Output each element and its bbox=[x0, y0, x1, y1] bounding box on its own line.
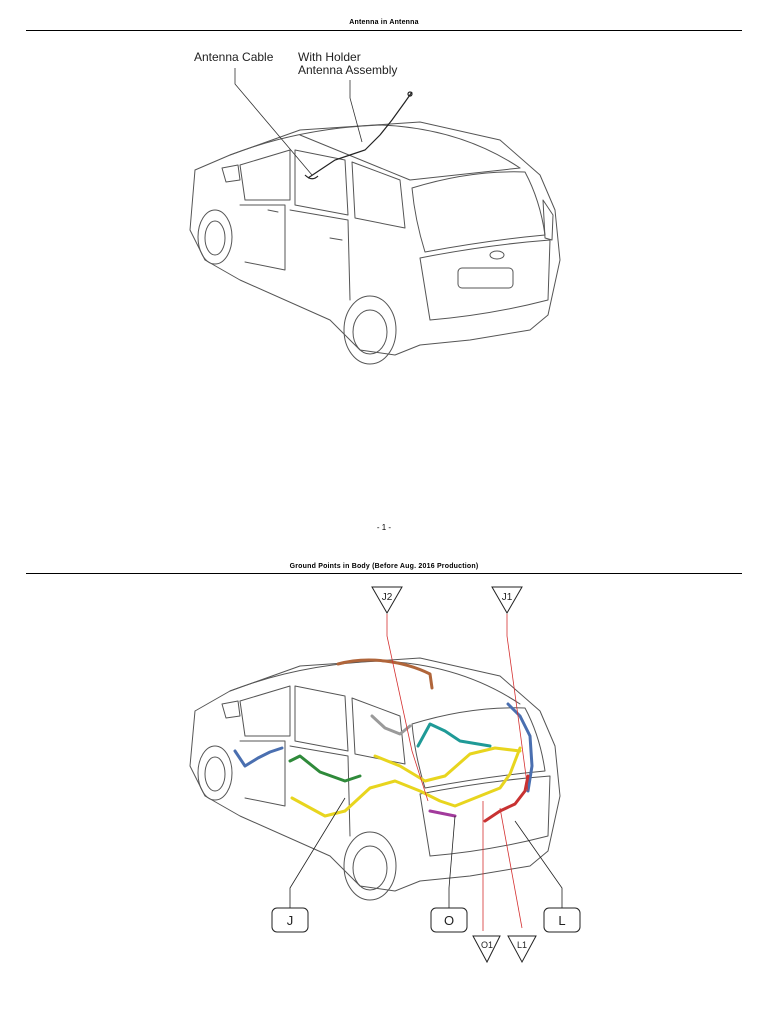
marker-j: J bbox=[271, 907, 309, 933]
harness-main-yellow bbox=[290, 746, 522, 818]
marker-j1: J1 bbox=[491, 586, 523, 615]
marker-j-label: J bbox=[287, 913, 294, 928]
harness-teal bbox=[416, 722, 492, 748]
marker-o1-label: O1 bbox=[481, 940, 493, 950]
marker-j2-label: J2 bbox=[382, 592, 393, 603]
red-leaders bbox=[386, 614, 529, 931]
holder-label-line1: With Holder bbox=[298, 50, 361, 64]
marker-l: L bbox=[543, 907, 581, 933]
black-leaders bbox=[289, 797, 563, 908]
holder-label-line2: Antenna Assembly bbox=[298, 63, 397, 77]
marker-o1: O1 bbox=[472, 935, 501, 964]
page-header-ground: Ground Points in Body (Before Aug. 2016 … bbox=[289, 563, 479, 570]
harness-purple bbox=[428, 809, 457, 818]
marker-j1-label: J1 bbox=[502, 592, 513, 603]
antenna-cable-routing bbox=[304, 91, 413, 180]
harness-grey-upper bbox=[370, 714, 412, 736]
antenna-cable-label: Antenna Cable bbox=[194, 50, 274, 64]
harness-right-blue bbox=[506, 702, 534, 793]
marker-o-label: O bbox=[444, 913, 454, 928]
harness-rear-red bbox=[483, 774, 530, 823]
marker-j2: J2 bbox=[371, 586, 403, 615]
wire-harnesses bbox=[233, 658, 534, 823]
car-outline-bottom bbox=[189, 657, 561, 901]
page-header-antenna: Antenna in Antenna bbox=[349, 19, 419, 26]
marker-l-label: L bbox=[558, 913, 565, 928]
harness-left-door bbox=[233, 746, 284, 768]
harness-yellow-branch bbox=[373, 746, 522, 783]
header-rule bbox=[26, 30, 742, 31]
car-outline-top bbox=[189, 121, 561, 365]
marker-o: O bbox=[430, 907, 468, 933]
marker-l1-label: L1 bbox=[517, 940, 527, 950]
marker-l1: L1 bbox=[507, 935, 537, 964]
ground-points-diagram: J2 J1 J O L O1 L1 bbox=[189, 586, 581, 964]
page-number: - 1 - bbox=[376, 523, 392, 532]
callout-leaders bbox=[234, 68, 363, 176]
harness-roof bbox=[336, 658, 434, 690]
harness-front-door-green bbox=[288, 754, 362, 783]
header-rule bbox=[26, 573, 742, 574]
antenna-diagram: Antenna Cable With Holder Antenna Assemb… bbox=[189, 50, 561, 365]
